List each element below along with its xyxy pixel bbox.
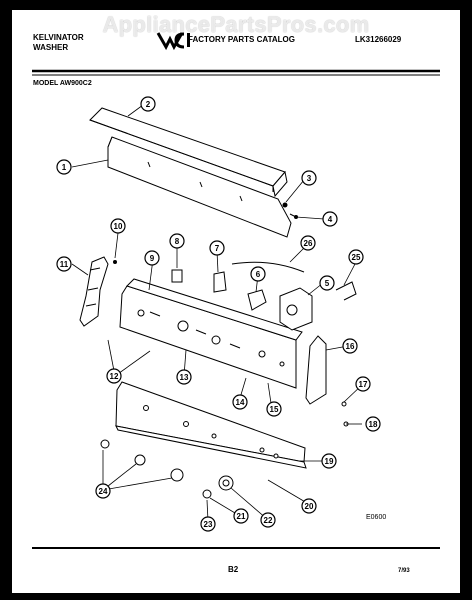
svg-text:17: 17 (359, 380, 368, 389)
watermark: AppliancePartsPros.com (102, 12, 370, 37)
control-panel (119, 278, 303, 389)
model-label: MODEL AW900C2 (33, 80, 92, 87)
right-end-bracket (305, 335, 327, 405)
brand-name: KELVINATOR (33, 33, 84, 42)
svg-text:22: 22 (264, 516, 273, 525)
callout-11: 11 (56, 256, 72, 272)
svg-text:23: 23 (204, 520, 213, 529)
callout-16: 16 (342, 338, 358, 354)
screw-10 (113, 260, 117, 264)
callout-15: 15 (266, 401, 282, 417)
callout-26: 26 (300, 235, 316, 251)
left-bracket (79, 256, 109, 327)
svg-text:19: 19 (325, 457, 334, 466)
svg-text:3: 3 (307, 174, 312, 183)
leader-lines (71, 104, 364, 522)
callout-9: 9 (144, 250, 160, 266)
svg-text:7: 7 (215, 244, 220, 253)
svg-text:14: 14 (236, 398, 245, 407)
callout-23: 23 (200, 516, 216, 532)
timer-5 (279, 287, 313, 331)
callout-7: 7 (209, 240, 225, 256)
wire-26 (231, 261, 305, 273)
callout-18: 18 (365, 416, 381, 432)
svg-text:15: 15 (270, 405, 279, 414)
callout-24: 24 (95, 483, 111, 499)
callout-14: 14 (232, 394, 248, 410)
callout-3: 3 (301, 170, 317, 186)
callout-17: 17 (355, 376, 371, 392)
harness-25 (335, 281, 357, 301)
callout-6: 6 (250, 266, 266, 282)
svg-text:24: 24 (99, 487, 108, 496)
svg-text:8: 8 (175, 237, 180, 246)
svg-text:20: 20 (305, 502, 314, 511)
svg-text:2: 2 (146, 100, 151, 109)
svg-text:5: 5 (325, 279, 330, 288)
svg-text:18: 18 (369, 420, 378, 429)
wci-logo-icon (156, 32, 190, 51)
drawing-code: E0600 (366, 514, 387, 521)
callout-12: 12 (106, 368, 122, 384)
screw-3 (282, 202, 288, 208)
svg-text:10: 10 (114, 222, 123, 231)
svg-text:16: 16 (346, 342, 355, 351)
switch-8 (171, 269, 183, 283)
console-top-panel (89, 107, 292, 238)
catalog-title: FACTORY PARTS CATALOG (188, 35, 295, 44)
callout-20: 20 (301, 498, 317, 514)
callout-10: 10 (110, 218, 126, 234)
selector-6 (247, 289, 267, 311)
callout-5: 5 (319, 275, 335, 291)
svg-text:26: 26 (304, 239, 313, 248)
callout-21: 21 (233, 508, 249, 524)
revision-date: 7/93 (398, 568, 410, 574)
switch-7 (213, 271, 227, 293)
callout-8: 8 (169, 233, 185, 249)
catalog-code: LK31266029 (355, 35, 402, 44)
callout-22: 22 (260, 512, 276, 528)
callout-19: 19 (321, 453, 337, 469)
product-type: WASHER (33, 43, 69, 52)
page-number: B2 (228, 565, 239, 574)
svg-text:9: 9 (150, 254, 155, 263)
svg-text:13: 13 (180, 373, 189, 382)
callout-25: 25 (348, 249, 364, 265)
screw-4 (289, 213, 298, 219)
svg-text:21: 21 (237, 512, 246, 521)
svg-text:25: 25 (352, 253, 361, 262)
callout-2: 2 (140, 96, 156, 112)
svg-text:1: 1 (62, 163, 67, 172)
svg-text:12: 12 (110, 372, 119, 381)
callout-13: 13 (176, 369, 192, 385)
svg-text:11: 11 (60, 260, 69, 269)
svg-text:6: 6 (256, 270, 261, 279)
callout-4: 4 (322, 211, 338, 227)
svg-text:4: 4 (328, 215, 333, 224)
lower-panel (115, 381, 307, 469)
callout-1: 1 (56, 159, 72, 175)
